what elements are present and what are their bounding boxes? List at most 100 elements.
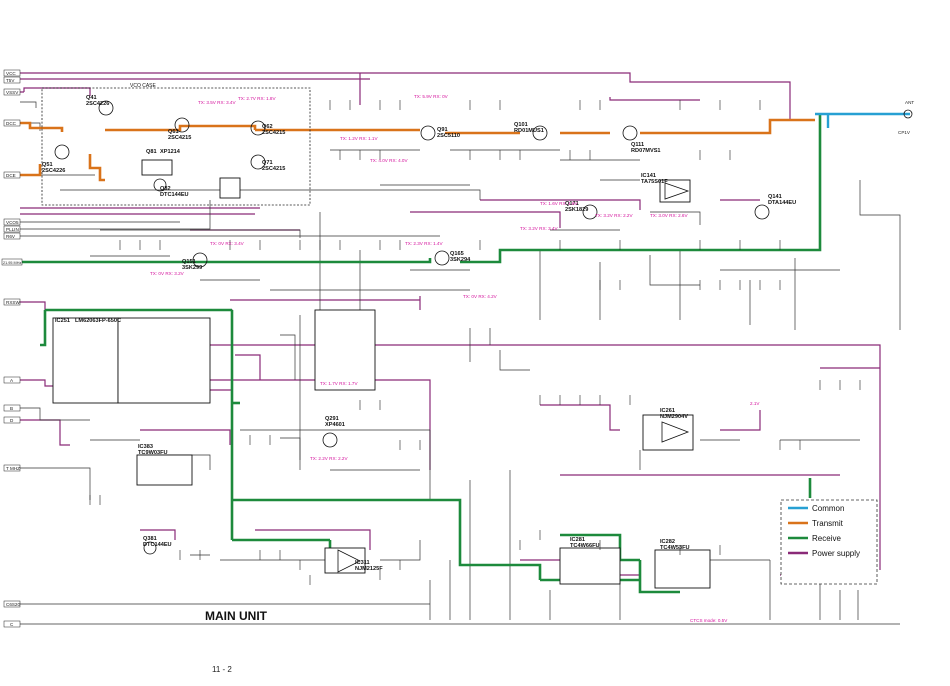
svg-text:TX: 3.2V RX: 2.2V: TX: 3.2V RX: 2.2V <box>595 213 633 218</box>
svg-text:2SC4215: 2SC4215 <box>168 135 191 141</box>
svg-text:TX: 2.3V RX: 1.4V: TX: 2.3V RX: 1.4V <box>405 241 443 246</box>
legend-box <box>780 499 878 585</box>
common-path <box>815 112 910 128</box>
svg-text:Q171: Q171 <box>565 201 579 207</box>
transmit-path <box>20 118 815 182</box>
svg-text:Q82: Q82 <box>160 186 171 192</box>
svg-text:2SC4226: 2SC4226 <box>42 168 65 174</box>
svg-text:3SK294: 3SK294 <box>450 257 471 263</box>
svg-text:C6S20: C6S20 <box>6 602 20 607</box>
svg-text:TX: 2.2V RX: 2.2V: TX: 2.2V RX: 2.2V <box>310 456 348 461</box>
svg-text:Q291: Q291 <box>325 416 339 422</box>
right-ports: ANT CP1V <box>898 100 914 135</box>
svg-text:A: A <box>10 378 14 383</box>
page-number: 11 - 2 <box>212 665 232 674</box>
svg-text:IC282: IC282 <box>660 539 675 545</box>
svg-text:DTA144EU: DTA144EU <box>768 200 796 206</box>
svg-text:Q101: Q101 <box>514 122 528 128</box>
component-marks <box>89 100 861 585</box>
svg-text:Q51: Q51 <box>42 162 53 168</box>
svg-text:XP4601: XP4601 <box>325 422 345 428</box>
ic-labels: IC141 TA75S01F IC251 LM62063FP-650C IC26… <box>55 173 690 572</box>
svg-text:IC141: IC141 <box>641 173 656 179</box>
svg-text:RXSW: RXSW <box>6 300 20 305</box>
receive-path <box>20 114 822 594</box>
svg-text:Q41: Q41 <box>86 95 97 101</box>
svg-text:T5V: T5V <box>6 78 15 83</box>
svg-text:TA75S01F: TA75S01F <box>641 179 668 185</box>
power-supply-traces <box>20 72 881 576</box>
svg-text:Q381: Q381 <box>143 536 157 542</box>
svg-text:TX: 3.0V RX: 2.6V: TX: 3.0V RX: 2.6V <box>650 213 688 218</box>
legend: Common Transmit Receive Power supply <box>780 499 878 585</box>
svg-text:Q151: Q151 <box>182 259 196 265</box>
svg-text:VSSV: VSSV <box>6 90 19 95</box>
svg-text:TX: 5.9V RX: 0V: TX: 5.9V RX: 0V <box>414 94 449 99</box>
vco-case-box <box>41 87 311 206</box>
svg-text:ANT: ANT <box>905 100 914 105</box>
transistor-symbols <box>54 100 913 555</box>
svg-text:RD07MVS1: RD07MVS1 <box>631 148 661 154</box>
svg-text:TX: 0V RX: 3.2V: TX: 0V RX: 3.2V <box>150 271 185 276</box>
svg-text:IC251: IC251 <box>55 318 70 324</box>
left-ports: VCC T5V VSSV DCC DCE VCO5 PLLIN R6V 21.9… <box>1 69 23 628</box>
svg-text:Q61: Q61 <box>168 129 179 135</box>
svg-text:TX: 1.7V RX: 1.7V: TX: 1.7V RX: 1.7V <box>320 381 358 386</box>
svg-text:CTCS mode: 0.5V: CTCS mode: 0.5V <box>690 618 728 623</box>
svg-text:T MHZ: T MHZ <box>6 466 20 471</box>
svg-text:DTC144EU: DTC144EU <box>143 542 172 548</box>
svg-text:21.95 MHz: 21.95 MHz <box>3 261 21 265</box>
svg-text:2SC5110: 2SC5110 <box>437 133 460 139</box>
svg-text:NJM2125F: NJM2125F <box>355 566 383 572</box>
svg-text:IC281: IC281 <box>570 537 585 543</box>
svg-text:TX: 0V RX: 3.4V: TX: 0V RX: 3.4V <box>210 241 245 246</box>
svg-text:Q62: Q62 <box>262 124 273 130</box>
svg-text:XP1214: XP1214 <box>160 149 181 155</box>
svg-text:Q71: Q71 <box>262 160 273 166</box>
svg-text:TC4W66FU: TC4W66FU <box>570 543 600 549</box>
svg-text:TC4W53FU: TC4W53FU <box>660 545 690 551</box>
legend-receive-label: Receive <box>812 534 841 543</box>
legend-common-label: Common <box>812 504 844 513</box>
svg-text:Q111: Q111 <box>631 142 644 148</box>
svg-text:Q141: Q141 <box>768 194 782 200</box>
svg-text:TC9W03FU: TC9W03FU <box>138 450 168 456</box>
svg-text:2SC4215: 2SC4215 <box>262 130 285 136</box>
svg-text:Q91: Q91 <box>437 127 448 133</box>
svg-text:Q165: Q165 <box>450 251 464 257</box>
svg-text:D: D <box>10 418 14 423</box>
svg-text:R6V: R6V <box>6 234 16 239</box>
svg-text:TX: 1.2V RX: 1.1V: TX: 1.2V RX: 1.1V <box>340 136 378 141</box>
diagram-title: MAIN UNIT <box>205 609 268 623</box>
svg-text:IC383: IC383 <box>138 444 153 450</box>
svg-text:PLLIN: PLLIN <box>6 227 19 232</box>
svg-text:DTC144EU: DTC144EU <box>160 192 189 198</box>
svg-text:NJM2904V: NJM2904V <box>660 414 688 420</box>
svg-text:2.1V: 2.1V <box>750 401 760 406</box>
svg-text:C: C <box>10 622 14 627</box>
svg-text:DCE: DCE <box>6 173 16 178</box>
svg-text:IC311: IC311 <box>355 560 370 566</box>
vco-case-label: VCO CASE <box>130 83 157 89</box>
ic-blocks <box>52 159 711 589</box>
svg-text:VCO5: VCO5 <box>6 220 19 225</box>
svg-text:3SK299: 3SK299 <box>182 265 202 271</box>
svg-text:TX: 3.2V RX: 3.4V: TX: 3.2V RX: 3.4V <box>520 226 558 231</box>
svg-text:LM62063FP-650C: LM62063FP-650C <box>75 318 121 324</box>
svg-text:TX: 2.7V RX: 1.8V: TX: 2.7V RX: 1.8V <box>238 96 276 101</box>
svg-text:VCC: VCC <box>6 71 16 76</box>
svg-text:TX: 4.0V RX: 4.0V: TX: 4.0V RX: 4.0V <box>370 158 408 163</box>
legend-transmit-label: Transmit <box>812 519 844 528</box>
svg-text:TX: 0V RX: 4.2V: TX: 0V RX: 4.2V <box>463 294 498 299</box>
svg-text:2SK1829: 2SK1829 <box>565 207 588 213</box>
svg-text:IC261: IC261 <box>660 408 675 414</box>
svg-text:CP1V: CP1V <box>898 130 911 135</box>
voltage-annotations: TX: 3.5V RX: 3.4V TX: 2.7V RX: 1.8V TX: … <box>150 94 760 623</box>
svg-text:2SC4215: 2SC4215 <box>262 166 285 172</box>
svg-text:TX: 3.5V RX: 3.4V: TX: 3.5V RX: 3.4V <box>198 100 236 105</box>
svg-text:B: B <box>10 406 13 411</box>
svg-text:DCC: DCC <box>6 121 17 126</box>
svg-text:Q81: Q81 <box>146 149 157 155</box>
svg-text:2SC4226: 2SC4226 <box>86 101 109 107</box>
